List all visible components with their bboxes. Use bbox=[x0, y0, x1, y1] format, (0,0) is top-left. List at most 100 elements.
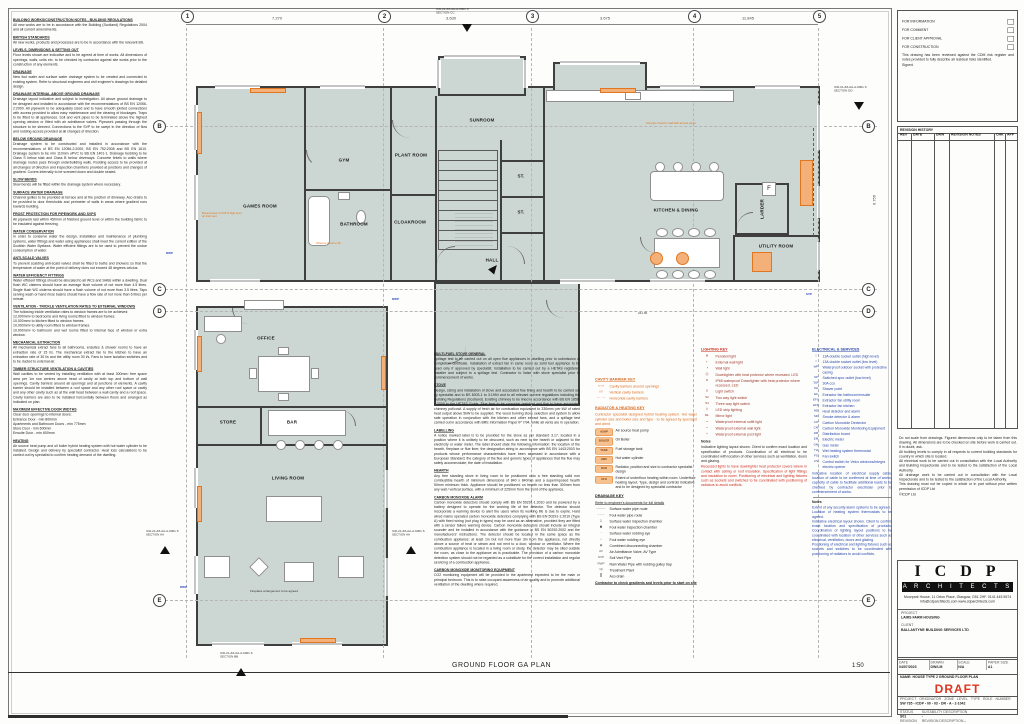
draft-stamp: DRAFT bbox=[934, 682, 981, 696]
code-strip: PROJECT ORIGINATOR ZONE LEVEL TYPE ROLE … bbox=[900, 697, 1015, 709]
grid-bubble-B-left: B bbox=[153, 120, 166, 133]
divider bbox=[898, 674, 1017, 675]
key-item: ≣Aco drain bbox=[595, 575, 697, 580]
room-label-cloak: CLOAKROOM bbox=[394, 219, 426, 225]
electrical-notes-title: Notes bbox=[812, 500, 822, 504]
key-item-label: Extractor fan bathroom/ensuite bbox=[822, 393, 871, 397]
tank bbox=[676, 252, 689, 265]
key-item-label: Control switch for Velux windows/integra… bbox=[822, 460, 886, 469]
chair bbox=[656, 228, 668, 237]
dimension-text: 11.845 bbox=[742, 16, 754, 21]
electrical-symbol-icon: SP bbox=[813, 375, 818, 379]
keys-column-1: CAVITY BARRIER KEY ▭ ▭Cavity barriers ar… bbox=[595, 375, 697, 667]
suitability-cell: SUITABILITY DESCRIPTION-REVISION DESCRIP… bbox=[922, 710, 968, 724]
chair bbox=[688, 228, 700, 237]
key-item-label: Hot water cylinder bbox=[615, 456, 644, 460]
lighting-symbol-icon: ✧ bbox=[705, 432, 709, 436]
notes-section-heading: WATER CONSERVATION bbox=[13, 230, 54, 234]
electrical-symbol-icon: EF bbox=[814, 392, 818, 396]
key-item: ◒Waterproof external soffit light bbox=[701, 420, 807, 425]
room-label-living: LIVING ROOM bbox=[271, 475, 305, 481]
key-item-label: Vertical cavity barriers bbox=[609, 391, 644, 395]
notes-section-body: Channel gullies to be provided at terrac… bbox=[13, 195, 147, 209]
divider bbox=[898, 709, 1017, 710]
drainage-ref: RWP bbox=[180, 586, 187, 589]
grid-label: E bbox=[157, 597, 162, 604]
notes-section-heading: VENTILATION - TRICKLE VENTILATION RATES … bbox=[13, 305, 136, 309]
drainage-symbol-icon: SVP bbox=[597, 556, 604, 560]
approval-checkbox[interactable] bbox=[1007, 36, 1014, 42]
lighting-key-title: LIGHTING KEY bbox=[701, 347, 728, 352]
revision-grid bbox=[934, 133, 935, 428]
radiator bbox=[600, 88, 636, 93]
key-item-label: Waterproof outdoor socket with protectiv… bbox=[822, 366, 887, 375]
key-item-label: Surface water inspection chamber bbox=[609, 519, 663, 524]
key-item-label: 13A double socket outlet (high level) bbox=[822, 354, 879, 359]
signed-label: Signed bbox=[902, 63, 913, 68]
approval-checkbox[interactable] bbox=[1007, 19, 1014, 25]
level-text: 241.00 bbox=[638, 312, 648, 315]
electrical-symbol-icon: CO bbox=[813, 420, 819, 424]
lighting-symbol-icon: ⦾ bbox=[705, 378, 709, 382]
radiator bbox=[300, 638, 336, 643]
heating-symbol-icon: ASHP bbox=[595, 428, 613, 437]
bar-stool bbox=[276, 440, 286, 450]
name-row: NAME: HOUSE TYPE 2 GROUND FLOOR PLAN bbox=[900, 675, 1015, 684]
key-item: ◉Combined disconnecting chamber bbox=[595, 544, 697, 549]
bar-stool bbox=[295, 440, 305, 450]
heating-symbol-icon: UFH bbox=[595, 475, 613, 484]
key-item: ‖ ‖Vertical cavity barriers bbox=[595, 391, 697, 396]
client-label: CLIENT bbox=[901, 623, 914, 628]
window bbox=[436, 60, 441, 88]
section-arrow-icon bbox=[406, 546, 416, 555]
office-chair bbox=[216, 334, 226, 344]
electrical-key-list: ⎍13A double socket outlet (high level)⎍1… bbox=[812, 354, 892, 469]
grid-bubble-5: 5 bbox=[813, 10, 826, 23]
grid-label: 2 bbox=[382, 13, 387, 20]
revision-history-box: REVISION HISTORY REV DATE DRW REVISION N… bbox=[897, 126, 1018, 429]
grid-bubble-C-right: C bbox=[862, 283, 875, 296]
wall bbox=[304, 86, 306, 282]
key-item: — · —Horizontal cavity barriers bbox=[595, 397, 697, 402]
key-item-label: Rain Water Pipe with rodding gulley trap bbox=[609, 562, 672, 567]
footer-rule bbox=[8, 672, 890, 673]
key-item-label: Electric meter bbox=[822, 438, 844, 442]
paper-label: PAPER SIZE bbox=[987, 661, 1009, 665]
chair bbox=[311, 368, 319, 379]
code-col: ORIGINATOR bbox=[919, 697, 942, 702]
window bbox=[755, 84, 800, 89]
wall bbox=[196, 444, 388, 446]
code-value: SW 735 - ICDP - 00 - 03 - DR - A - 2-104… bbox=[900, 702, 966, 706]
notes-section-body: Air source heat pump and oil boiler hybr… bbox=[13, 444, 147, 458]
heating-symbol-icon: HWC bbox=[595, 455, 613, 464]
window bbox=[212, 642, 264, 647]
section-arrow-icon bbox=[462, 24, 472, 33]
lighting-key-column: LIGHTING KEY ⊕Pendant light◐External wal… bbox=[701, 345, 807, 555]
drawn-label: DRAWN bbox=[930, 661, 944, 665]
radiator bbox=[381, 356, 386, 390]
key-item-label: Horizontal cavity barriers bbox=[609, 397, 649, 401]
notes-section-body: Drainage layout indicative and subject t… bbox=[13, 97, 147, 134]
sunroom-bay bbox=[438, 56, 526, 96]
approval-checkbox[interactable] bbox=[1007, 44, 1014, 50]
notes-section-body: All pipework laid within 450mm of finish… bbox=[13, 217, 147, 226]
approval-checkbox[interactable] bbox=[1007, 27, 1014, 33]
lighting-symbol-icon: ⌇⌇ bbox=[705, 408, 709, 411]
window bbox=[193, 330, 198, 370]
lighting-symbol-icon: ⊕ bbox=[705, 354, 709, 358]
radiator bbox=[197, 486, 202, 522]
drawing-title: GROUND FLOOR GA PLAN bbox=[452, 662, 552, 669]
key-item-label: Mirror light bbox=[715, 414, 733, 419]
lighting-symbol-icon: S3 bbox=[705, 401, 709, 405]
